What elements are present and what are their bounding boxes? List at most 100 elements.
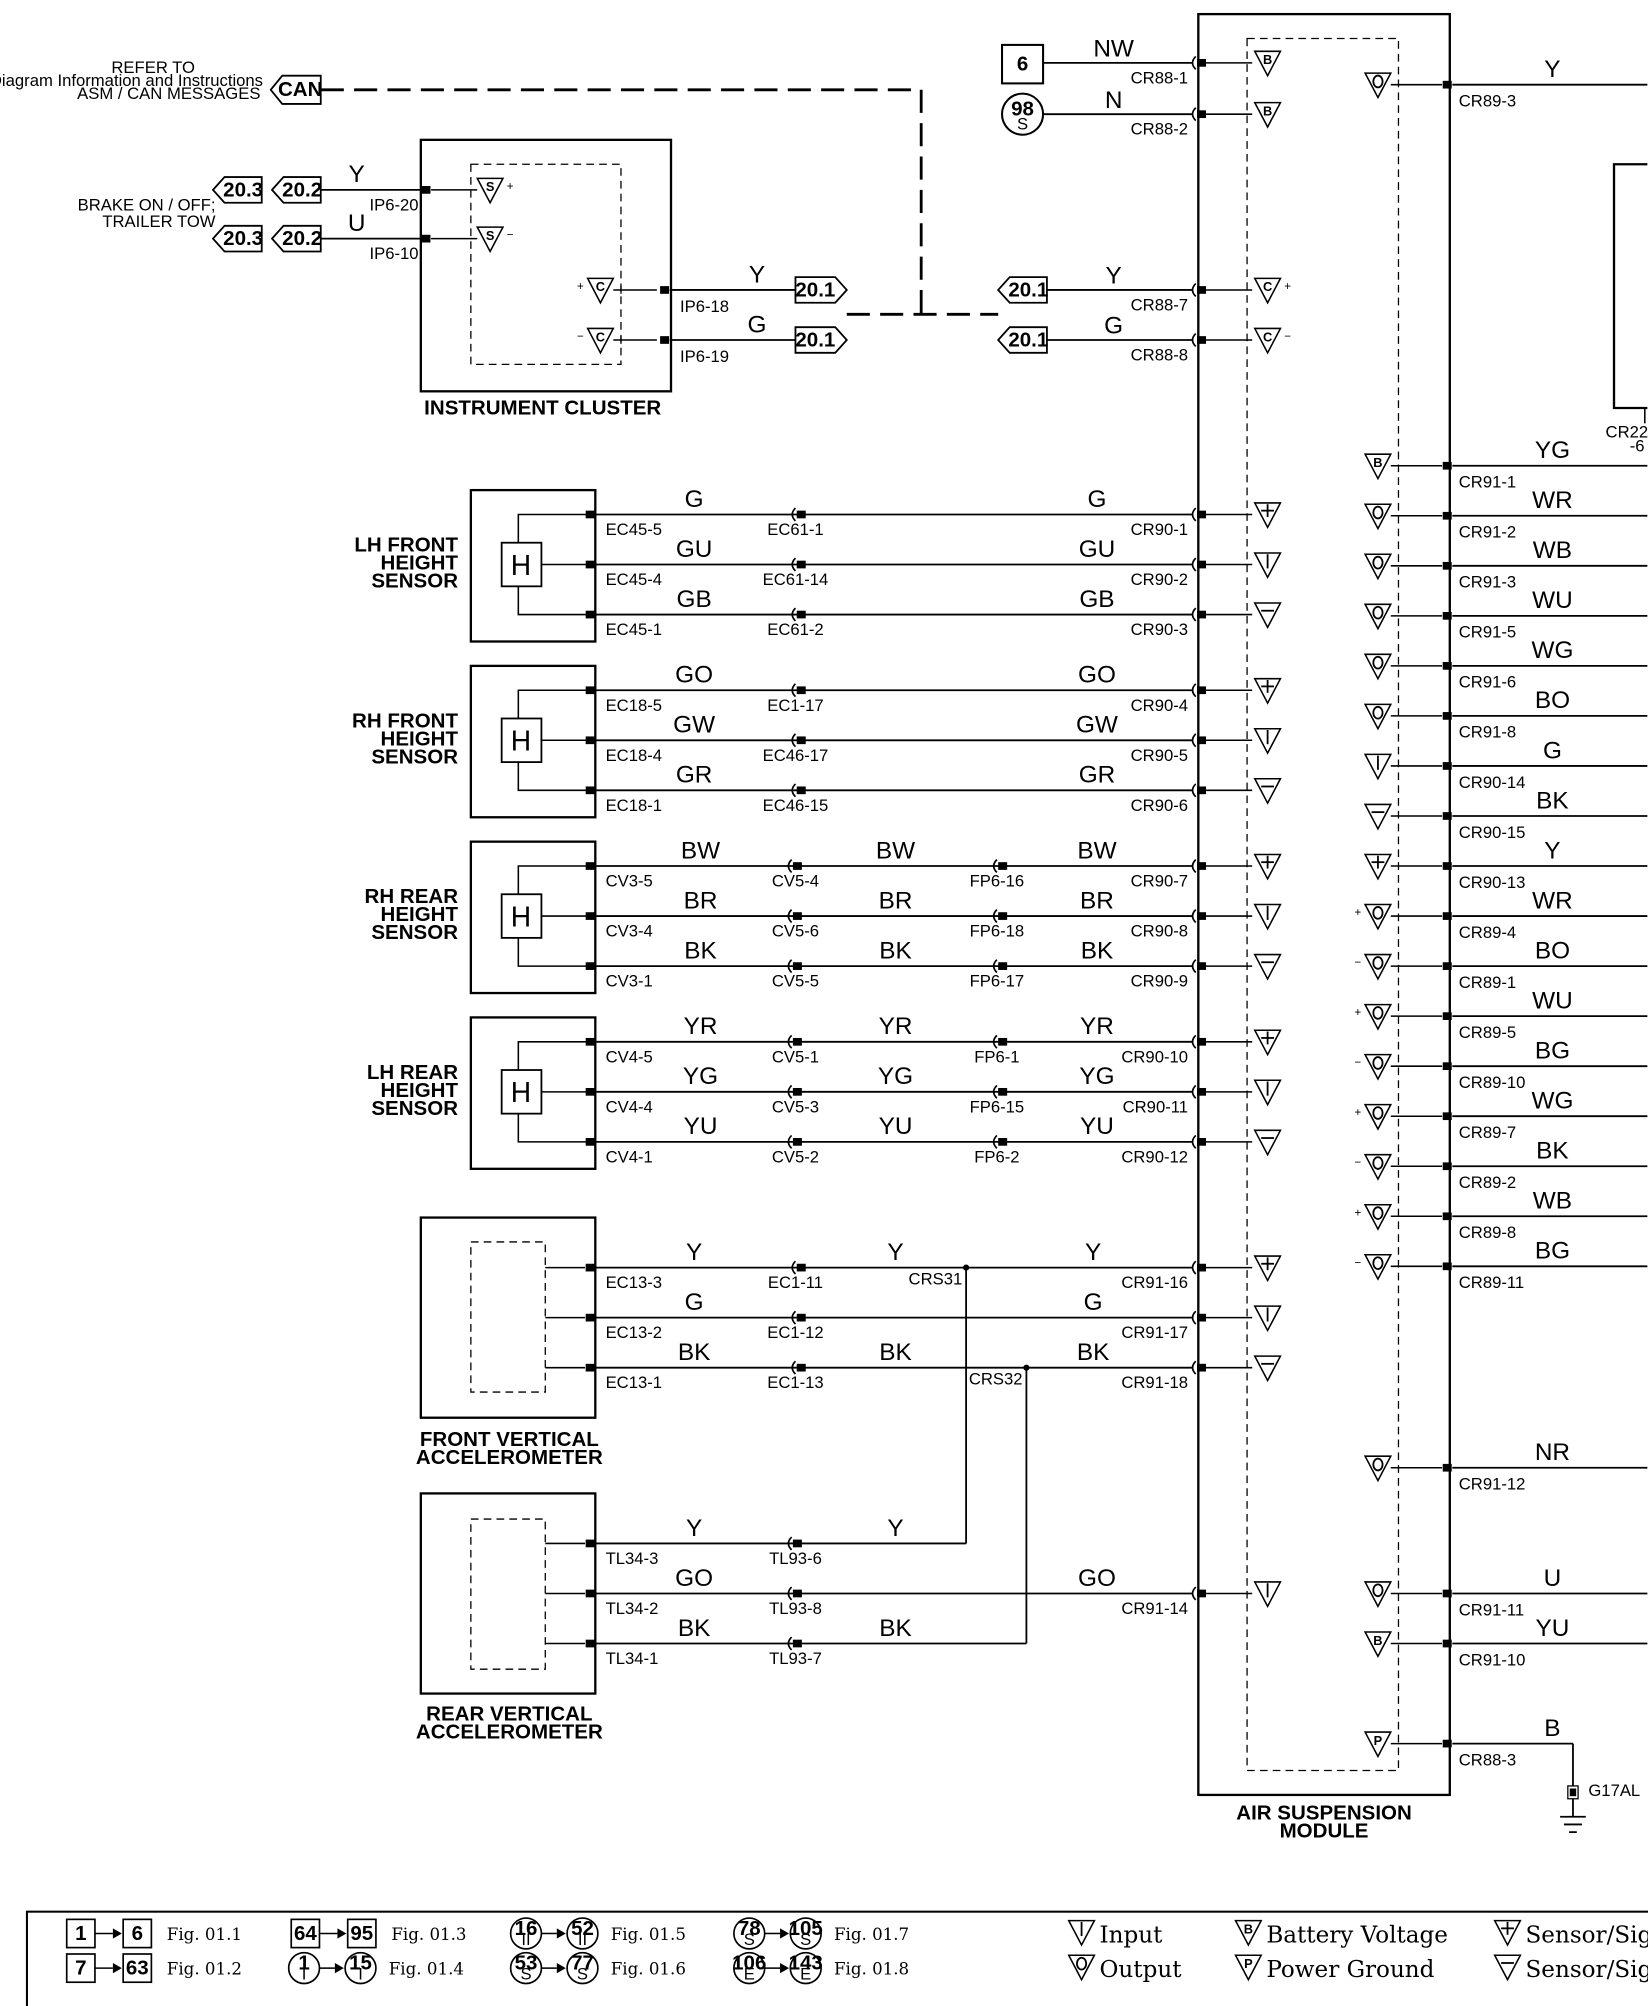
reference-tag-label: 20.2 xyxy=(282,227,322,250)
pin-symbol-letter: S xyxy=(486,179,495,194)
asm-pin-symbol-icon xyxy=(1253,50,1282,78)
asm-output-symbol-icon xyxy=(1363,903,1393,931)
wire-color-label: BK xyxy=(1536,1138,1569,1165)
pin-label: CR90-4 xyxy=(1131,696,1188,715)
connector-pin xyxy=(585,1263,595,1272)
wire-color-label: YU xyxy=(684,1113,718,1140)
pin-label: EC18-5 xyxy=(606,696,662,715)
pin-label: CR90-10 xyxy=(1121,1047,1188,1066)
connector-pin xyxy=(1197,286,1207,294)
pin-symbol-letter: C xyxy=(1263,329,1272,344)
height-sensor-label: LH REAR xyxy=(367,1061,458,1084)
wire-color-label: YG xyxy=(1079,1063,1114,1090)
output-mark xyxy=(1076,1956,1088,1971)
wire-color-label: Y xyxy=(1106,263,1122,290)
connector-pin xyxy=(796,1363,806,1372)
wire-color-label: BK xyxy=(879,937,911,964)
connector-pin xyxy=(1442,1589,1452,1598)
wire-color-label: BW xyxy=(876,837,915,864)
pin-label: CR91-11 xyxy=(1459,1600,1524,1619)
connector-arc xyxy=(791,1360,797,1375)
wire-color-label: U xyxy=(348,210,366,237)
legend-page-sub: I xyxy=(358,1965,363,1984)
connector-pin xyxy=(1197,610,1207,619)
wire-color-label: BO xyxy=(1535,687,1570,714)
legend-page-sub: S xyxy=(577,1965,588,1984)
connector-pin xyxy=(998,862,1008,870)
output-mark xyxy=(1372,1256,1384,1270)
pin-polarity: − xyxy=(507,230,514,242)
pin-label: CR91-10 xyxy=(1459,1650,1526,1669)
asm-pin-symbol-icon xyxy=(1253,277,1282,305)
connector-arc xyxy=(791,507,797,522)
pin-label: CV4-1 xyxy=(606,1147,653,1166)
wire-color-label: NW xyxy=(1093,35,1134,62)
connector-arc xyxy=(1191,683,1197,698)
pin-polarity: − xyxy=(1355,1057,1362,1069)
page-ref-sub: S xyxy=(1017,115,1028,134)
legend-page-label: 6 xyxy=(132,1922,143,1945)
asm-pin-symbol-icon xyxy=(1253,778,1282,805)
asm-output-symbol-icon xyxy=(1363,953,1393,981)
legend-arrow-head xyxy=(780,1962,790,1974)
pin-polarity: + xyxy=(577,281,584,293)
connector-pin xyxy=(660,336,670,344)
connector-arc xyxy=(791,1310,797,1325)
pin-symbol-letter: C xyxy=(596,329,605,344)
connector-pin xyxy=(792,1639,802,1648)
wire-color-label: WR xyxy=(1532,887,1573,914)
wire-color-label: G xyxy=(1087,486,1106,513)
connector-pin xyxy=(796,786,806,795)
height-sensor-label: SENSOR xyxy=(371,1097,458,1120)
legend-page-label: 15 xyxy=(349,1951,372,1974)
height-sensor-label: SENSOR xyxy=(371,745,458,768)
wire-color-label: Y xyxy=(887,1239,903,1266)
connector-label: EC1-13 xyxy=(767,1373,823,1392)
reference-tag-label: 20.1 xyxy=(795,328,835,351)
asm-output-symbol-icon xyxy=(1363,453,1393,481)
connector-arc xyxy=(787,859,793,874)
connector-arc xyxy=(992,1034,998,1049)
legend-page-circle xyxy=(789,1951,822,1985)
legend-page-box xyxy=(65,1953,96,1984)
wire-color-label: WG xyxy=(1531,637,1573,664)
wire-color-label: BK xyxy=(678,1615,711,1642)
reference-tag xyxy=(211,176,263,204)
connector-pin xyxy=(1442,80,1452,89)
connector-pin xyxy=(585,510,595,519)
wire-color-label: WG xyxy=(1531,1088,1573,1115)
legend-page-label: 1 xyxy=(75,1922,86,1945)
rear-accelerometer-label: ACCELEROMETER xyxy=(416,1720,603,1743)
connector-pin xyxy=(1442,812,1452,820)
wire-color-label: BK xyxy=(879,1339,911,1366)
pin-polarity: − xyxy=(577,331,584,343)
ground-label: G17AL xyxy=(1588,1781,1640,1800)
ic-input-symbol-icon xyxy=(476,177,505,205)
connector-pin xyxy=(792,1037,802,1046)
connector-label: EC61-2 xyxy=(767,620,823,639)
connector-pin xyxy=(792,962,802,970)
reference-tag-label: 20.1 xyxy=(1008,278,1048,301)
legend-page-box xyxy=(65,1918,96,1949)
connector-pin xyxy=(1197,1087,1207,1096)
connector-arc xyxy=(1191,1034,1197,1049)
legend-symbol-label: Output xyxy=(1100,1957,1183,1983)
connector-label: CV5-6 xyxy=(772,922,819,941)
legend-page-sub: E xyxy=(800,1965,811,1984)
asm-output-symbol-icon xyxy=(1363,1581,1393,1608)
asm-output-symbol-icon xyxy=(1363,1103,1393,1131)
wire-color-label: G xyxy=(685,1289,704,1316)
connector-pin xyxy=(1442,662,1452,670)
pin-polarity: + xyxy=(1355,1007,1362,1019)
connector-pin xyxy=(1442,1739,1452,1748)
pin-symbol-letter: P xyxy=(1244,1956,1253,1971)
pin-symbol-letter: B xyxy=(1263,52,1272,67)
pin-label: EC13-3 xyxy=(606,1273,662,1292)
pin-label: CR88-8 xyxy=(1131,346,1188,365)
pin-label: CR90-2 xyxy=(1131,570,1188,589)
legend-arrow-head xyxy=(780,1928,790,1939)
asm-output-symbol-icon xyxy=(1363,1631,1393,1659)
wire-color-label: G xyxy=(1084,1289,1103,1316)
wire-color-label: GB xyxy=(677,586,712,613)
